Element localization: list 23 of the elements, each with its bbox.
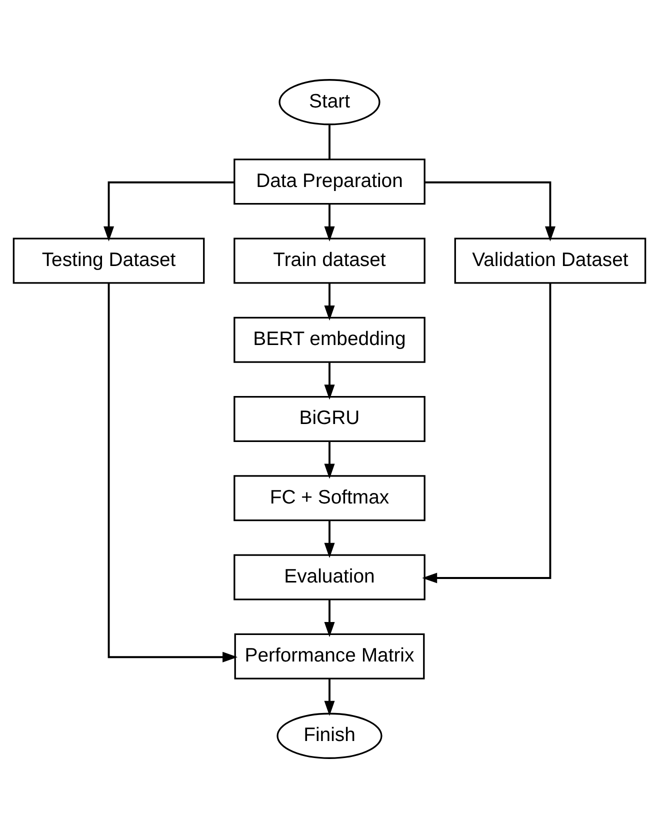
arrow: [324, 600, 335, 638]
arrow: [425, 181, 556, 242]
arrow: [108, 283, 238, 662]
arrow: [324, 678, 335, 716]
arrow: [324, 283, 335, 321]
connector: [328, 125, 330, 159]
arrow: [324, 362, 335, 400]
arrow: [104, 181, 234, 242]
node-box: Testing Dataset: [12, 238, 205, 284]
arrow: [324, 204, 335, 242]
node-box: Train dataset: [234, 238, 426, 284]
arrow: [324, 441, 335, 479]
node-ellipse: Finish: [276, 712, 382, 759]
arrow: [422, 283, 552, 584]
node-box: BERT embedding: [234, 316, 426, 363]
node-box: Data Preparation: [234, 158, 426, 205]
node-box: Validation Dataset: [454, 238, 646, 284]
node-ellipse: Start: [278, 79, 380, 126]
node-box: BiGRU: [234, 396, 426, 442]
node-box: FC + Softmax: [234, 475, 426, 522]
arrow: [324, 520, 335, 558]
node-box: Performance Matrix: [234, 633, 425, 680]
node-box: Evaluation: [234, 554, 426, 600]
